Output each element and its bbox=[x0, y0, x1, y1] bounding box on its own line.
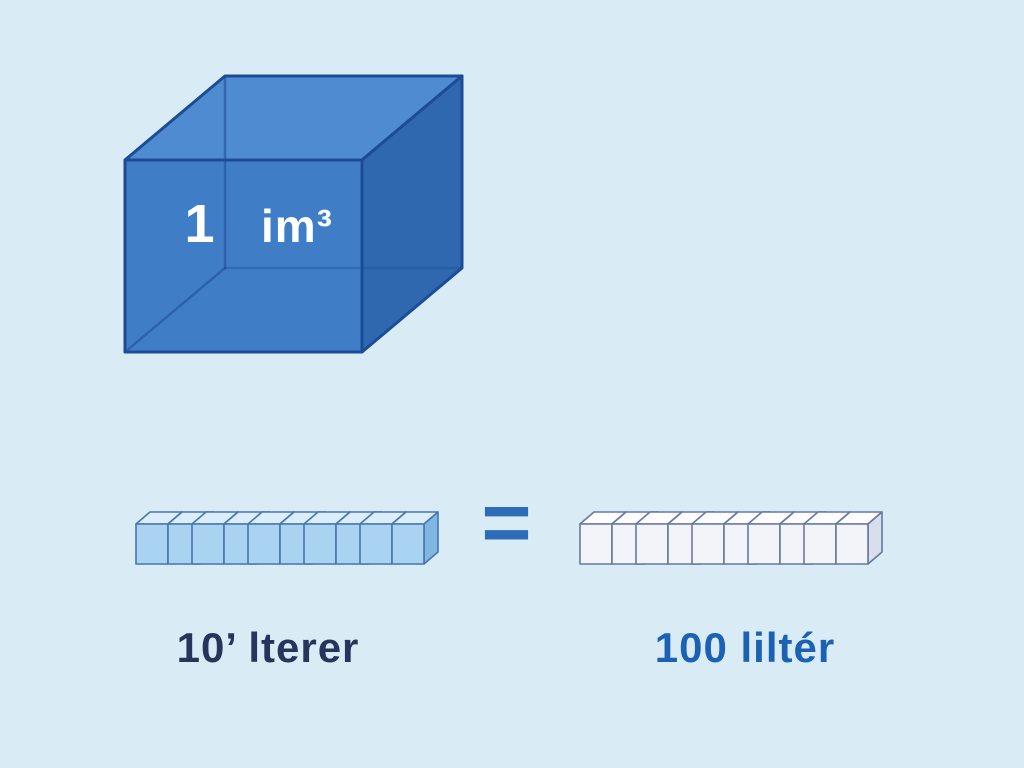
left-label: 10’ lterer bbox=[177, 624, 360, 671]
small-cube-front-face bbox=[803, 523, 837, 565]
small-cube-front-face bbox=[747, 523, 781, 565]
small-cube-front-face bbox=[691, 523, 725, 565]
big-cube-front-face bbox=[123, 158, 364, 354]
small-cube-front-face bbox=[191, 523, 225, 565]
right-label: 100 liltér bbox=[655, 624, 835, 671]
right-cube-row bbox=[579, 511, 883, 565]
small-cube-front-face bbox=[303, 523, 337, 565]
small-cube-front-face bbox=[135, 523, 169, 565]
small-cube-front-face bbox=[579, 523, 613, 565]
small-cube-front-face bbox=[359, 523, 393, 565]
small-cube-front-face bbox=[835, 523, 869, 565]
small-cube-front-face bbox=[391, 523, 425, 565]
big-cube-label-unit: im³ bbox=[261, 200, 333, 252]
small-cube-front-face bbox=[635, 523, 669, 565]
big-cube-label-value: 1 bbox=[184, 194, 215, 254]
left-cube-row bbox=[135, 511, 439, 565]
equals-sign: = bbox=[481, 475, 532, 571]
small-cube-front-face bbox=[247, 523, 281, 565]
big-cube bbox=[123, 74, 464, 354]
big-cube-inner-edge-diagonal bbox=[123, 266, 227, 354]
